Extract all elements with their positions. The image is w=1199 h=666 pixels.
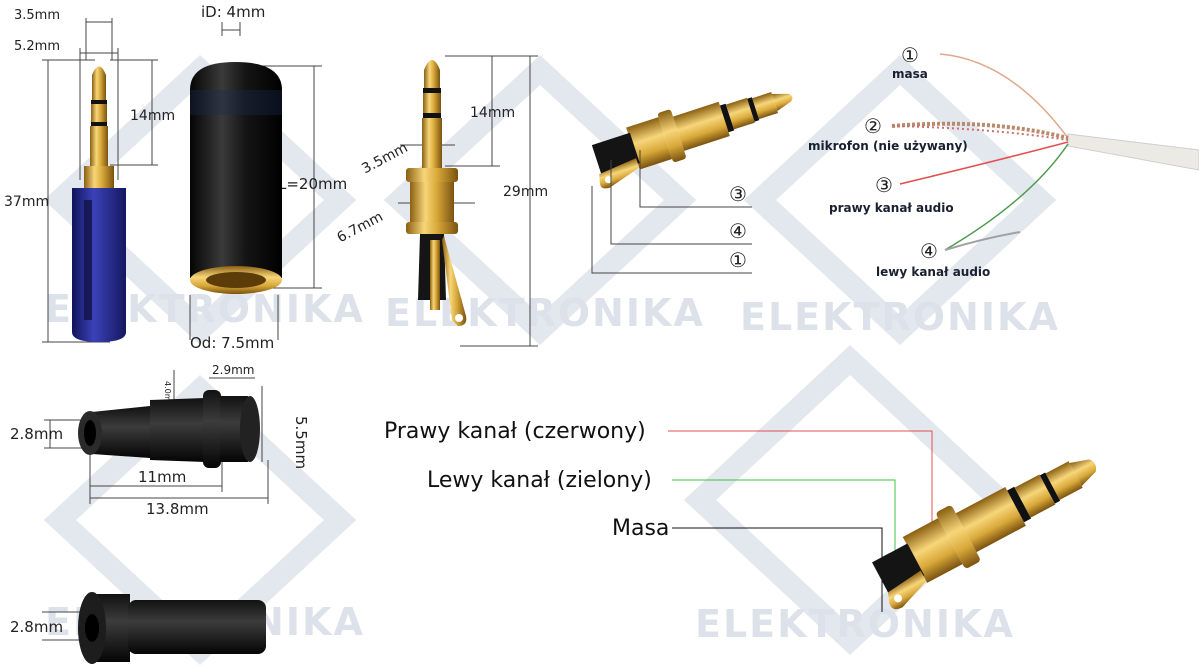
- watermark-text: ELEKTRONIKA: [695, 602, 1015, 646]
- sleeve-body-length-label: 11mm: [138, 468, 186, 486]
- tip-length-label: 14mm: [130, 108, 175, 124]
- wire-number: ①: [901, 43, 919, 67]
- sleeve-flange-diameter-label: 5.5mm: [292, 416, 310, 469]
- gold-plug-image: [406, 60, 467, 326]
- cap-length-label: L=20mm: [278, 175, 347, 193]
- cap-panel: iD: 4mm L=20mm Od: 7.5mm: [189, 3, 347, 352]
- wire-label: lewy kanał audio: [876, 265, 990, 279]
- sleeve-image: [78, 390, 260, 468]
- left-channel-line: [672, 479, 896, 570]
- black-cap-image: [190, 62, 282, 294]
- cable-panel: ① masa ② mikrofon (nie używany) ③ prawy …: [808, 43, 1199, 279]
- cable-image: [891, 53, 1199, 251]
- gold-plug-panel: 3.5mm 6.7mm 14mm 29mm: [335, 55, 548, 347]
- gold-total-length-label: 29mm: [503, 184, 548, 200]
- wire-number: ②: [864, 114, 882, 138]
- wire-label: mikrofon (nie używany): [808, 139, 968, 153]
- sleeve-total-length-label: 13.8mm: [146, 500, 209, 518]
- sleeve2-inner-label: 2.8mm: [10, 618, 63, 636]
- sleeve-small-label: 4.0mm: [163, 381, 172, 410]
- blue-plug-image: [72, 66, 126, 342]
- pin-plug-panel: ③ ④ ①: [591, 92, 793, 274]
- pin-marker: ④: [729, 219, 747, 243]
- tip-width-label: 3.5mm: [14, 8, 60, 23]
- wiring-panel: Prawy kanał (czerwony) Lewy kanał (zielo…: [384, 419, 1097, 612]
- inner-diameter-label: iD: 4mm: [201, 3, 265, 21]
- ground-line: [672, 527, 883, 612]
- watermark-text: ELEKTRONIKA: [740, 295, 1060, 339]
- gold-tip-length-label: 14mm: [470, 105, 515, 121]
- sleeve-inner-label: 2.8mm: [10, 425, 63, 443]
- legend-right-channel: Prawy kanał (czerwony): [384, 419, 646, 444]
- gold-tip-width-label: 3.5mm: [359, 140, 410, 177]
- wired-plug-image: [872, 459, 1097, 610]
- pin-marker: ①: [729, 248, 747, 272]
- wire-label: masa: [892, 67, 928, 81]
- total-length-label: 37mm: [4, 194, 49, 210]
- pin-marker: ③: [729, 182, 747, 206]
- outer-diameter-label: Od: 7.5mm: [190, 334, 274, 352]
- right-channel-line: [668, 430, 933, 525]
- body-width-label: 5.2mm: [14, 39, 60, 54]
- gold-collar-width-label: 6.7mm: [335, 209, 386, 246]
- sleeve-flange-label: 2.9mm: [212, 363, 254, 377]
- wire-label: prawy kanał audio: [829, 201, 954, 215]
- sleeve2-panel: 2.8mm: [10, 592, 266, 664]
- angled-plug-image: [591, 92, 793, 189]
- blue-plug-panel: 3.5mm 5.2mm 14mm 37mm: [4, 8, 175, 343]
- sleeve-panel: 2.8mm 4.0mm 2.9mm 5.5mm 11mm 13.8mm: [10, 363, 310, 518]
- sleeve2-image: [78, 592, 266, 664]
- legend-left-channel: Lewy kanał (zielony): [427, 468, 652, 493]
- legend-ground: Masa: [612, 516, 669, 541]
- wire-number: ③: [875, 173, 893, 197]
- wire-number: ④: [920, 239, 938, 263]
